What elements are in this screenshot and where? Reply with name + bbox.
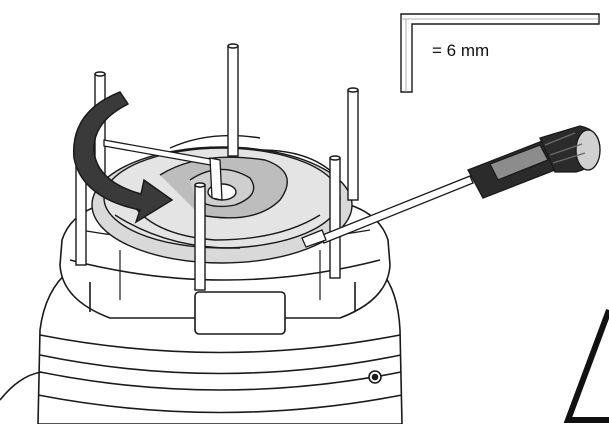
rotation-arrow-icon — [72, 91, 174, 224]
hex-key-tool — [103, 139, 223, 201]
warning-triangle-icon — [563, 308, 609, 423]
screwdriver-icon — [301, 125, 601, 248]
hex-key-size-label: = 6 mm — [432, 41, 490, 60]
guide-pins — [75, 43, 359, 291]
hex-key-icon — [400, 13, 600, 93]
